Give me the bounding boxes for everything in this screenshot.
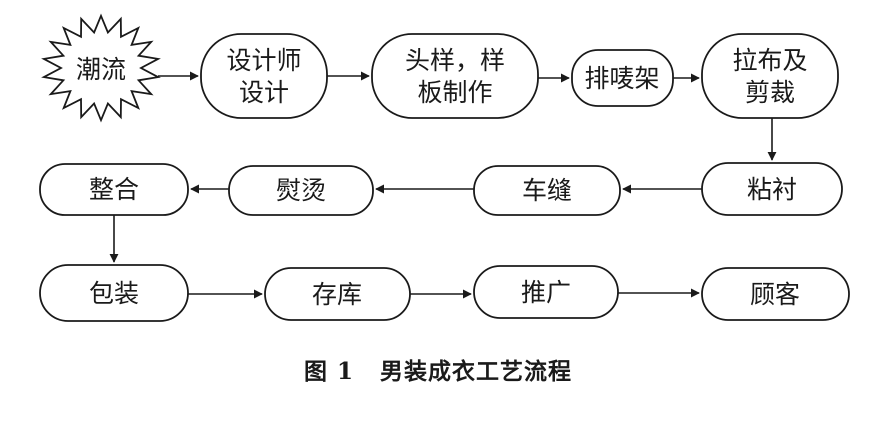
node-designer-design-line2: 设计 (239, 78, 289, 107)
node-designer-design: 设计师 设计 (200, 33, 328, 119)
node-sewing: 车缝 (473, 165, 621, 216)
starburst-shape (41, 13, 161, 123)
node-sample-pattern-line1: 头样，样 (405, 46, 505, 75)
node-spreading-cutting-line1: 拉布及 (732, 46, 807, 75)
node-designer-design-line1: 设计师 (226, 46, 301, 75)
node-packaging: 包装 (39, 264, 189, 322)
node-trend-label: 潮流 (76, 55, 126, 84)
node-warehousing: 存库 (264, 267, 411, 321)
node-packaging-label: 包装 (89, 279, 139, 308)
node-finishing: 整合 (39, 163, 189, 216)
node-marker-layout: 排唛架 (571, 49, 674, 107)
node-sewing-label: 车缝 (522, 176, 572, 205)
node-promotion-label: 推广 (521, 278, 571, 307)
node-spreading-cutting: 拉布及 剪裁 (701, 33, 839, 119)
node-interlining-label: 粘衬 (747, 175, 797, 204)
node-customer-label: 顾客 (750, 280, 800, 309)
node-ironing-label: 熨烫 (276, 176, 326, 205)
node-ironing: 熨烫 (228, 165, 374, 216)
node-sample-pattern: 头样，样 板制作 (371, 33, 539, 119)
node-promotion: 推广 (473, 265, 619, 319)
node-spreading-cutting-line2: 剪裁 (745, 78, 795, 107)
node-marker-layout-label: 排唛架 (584, 64, 659, 93)
figure-caption: 图 1 男装成衣工艺流程 (0, 352, 876, 386)
figure-number: 图 1 (303, 358, 354, 385)
figure-title: 男装成衣工艺流程 (380, 359, 572, 385)
node-finishing-label: 整合 (89, 175, 139, 204)
node-customer: 顾客 (701, 267, 850, 321)
node-warehousing-label: 存库 (312, 280, 362, 309)
node-trend: 潮流 (41, 13, 161, 123)
node-sample-pattern-line2: 板制作 (417, 78, 492, 107)
node-interlining: 粘衬 (701, 162, 843, 216)
